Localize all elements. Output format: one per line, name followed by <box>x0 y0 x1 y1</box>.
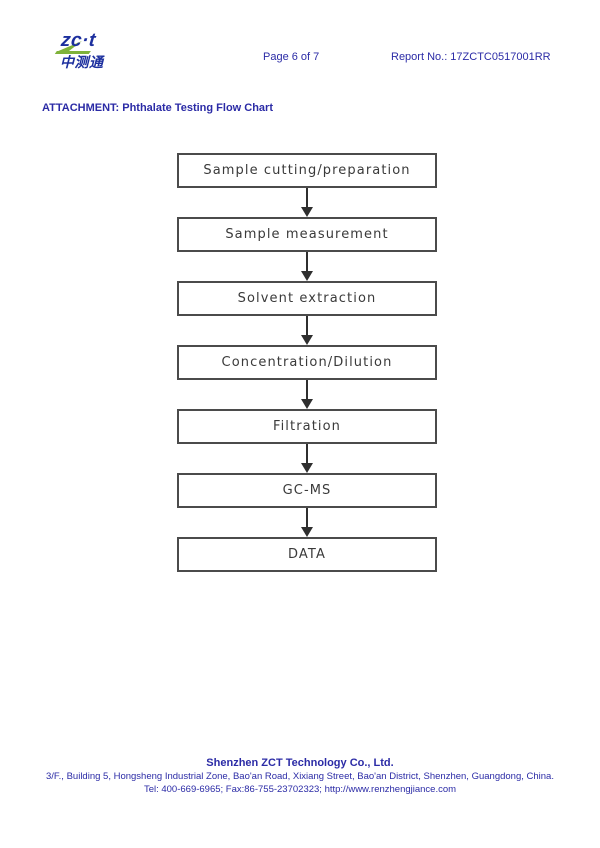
arrow-down-icon <box>301 316 313 345</box>
flow-step-label: Concentration/Dilution <box>221 355 393 370</box>
arrow-down-icon <box>301 188 313 217</box>
flow-step-box-solvent-extraction: Solvent extraction <box>177 281 437 316</box>
logo-swoosh-icon <box>56 41 82 52</box>
page-number-label: Page 6 of 7 <box>263 51 320 63</box>
flow-step-box-filtration: Filtration <box>177 409 437 444</box>
flow-step-box-sample-measurement: Sample measurement <box>177 217 437 252</box>
flow-step-box-sample-cutting: Sample cutting/preparation <box>177 153 437 188</box>
arrow-down-icon <box>301 252 313 281</box>
footer-contact: Tel: 400-669-6965; Fax:86-755-23702323; … <box>143 784 457 795</box>
logo-chinese-text: 中测通 <box>60 54 104 70</box>
flow-step-box-concentration-dilution: Concentration/Dilution <box>177 345 437 380</box>
flow-step-box-data: DATA <box>177 537 437 572</box>
flow-step-label: Filtration <box>272 419 342 434</box>
footer-company-name: Shenzhen ZCT Technology Co., Ltd. <box>206 757 394 769</box>
phthalate-testing-flowchart: Sample cutting/preparation Sample measur… <box>177 153 437 572</box>
flow-step-box-gc-ms: GC-MS <box>177 473 437 508</box>
arrow-down-icon <box>301 444 313 473</box>
flow-step-label: DATA <box>288 547 326 562</box>
footer-address: 3/F., Building 5, Hongsheng Industrial Z… <box>46 771 554 782</box>
flow-step-label: GC-MS <box>282 483 332 498</box>
zct-logo: zc·t 中测通 <box>55 30 136 71</box>
arrow-down-icon <box>301 380 313 409</box>
logo-brand-text: zc·t <box>59 30 97 51</box>
flow-step-label: Solvent extraction <box>237 291 377 306</box>
report-number-label: Report No.: 17ZCTC0517001RR <box>391 51 551 63</box>
attachment-title: ATTACHMENT: Phthalate Testing Flow Chart <box>42 102 273 114</box>
arrow-down-icon <box>301 508 313 537</box>
page-footer: Shenzhen ZCT Technology Co., Ltd. 3/F., … <box>0 756 600 796</box>
flow-step-label: Sample cutting/preparation <box>203 163 411 178</box>
flow-step-label: Sample measurement <box>225 227 389 242</box>
